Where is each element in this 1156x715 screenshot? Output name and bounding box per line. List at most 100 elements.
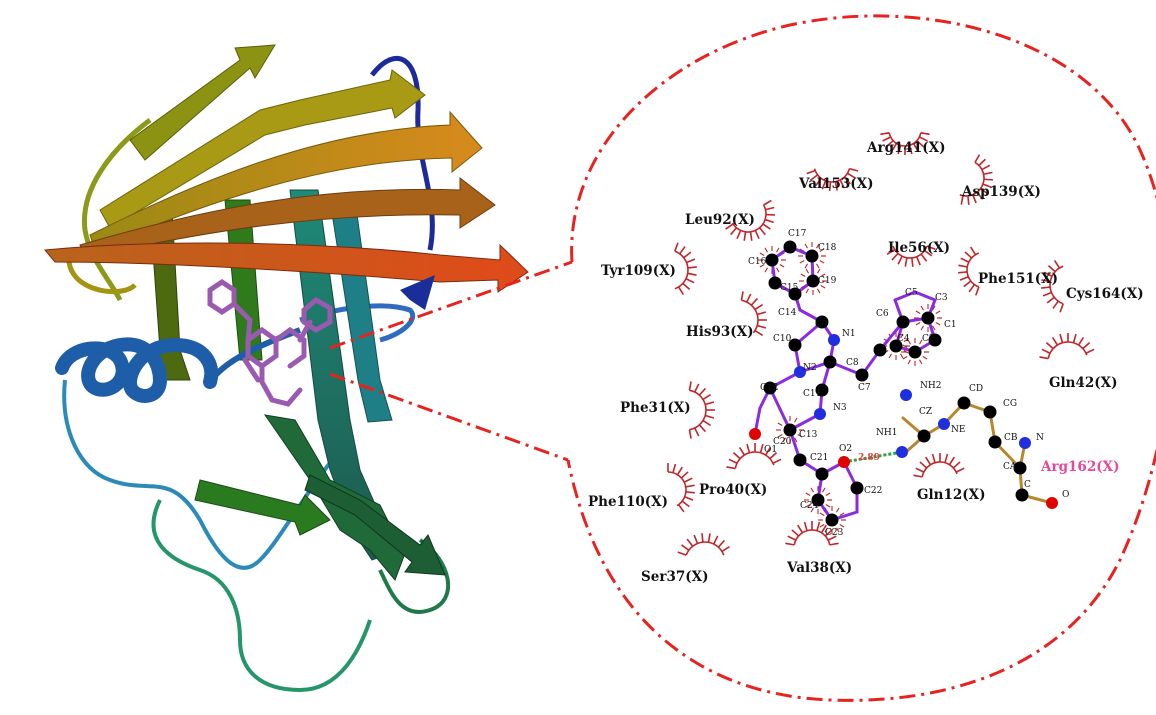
arc-ser37 bbox=[677, 533, 731, 556]
atom-label-c9: C9 bbox=[815, 320, 828, 330]
residue-ser37: Ser37(X) bbox=[641, 569, 709, 585]
strand-dark-orange bbox=[79, 176, 496, 259]
atom-o2 bbox=[838, 456, 850, 468]
atom-labels: C17 C18 C16 C19 C15 C14 C9 N1 C10 N2 C8 … bbox=[748, 229, 1069, 538]
atom-label-c22: C22 bbox=[864, 486, 882, 496]
atom-label-c24: C24 bbox=[800, 501, 819, 511]
atom-label-n3: N3 bbox=[833, 403, 847, 413]
strand-yellow bbox=[99, 69, 426, 229]
atom-c20 bbox=[793, 453, 807, 467]
atom-cd bbox=[957, 396, 971, 410]
atom-c16 bbox=[765, 253, 779, 267]
atom-c4 bbox=[889, 339, 903, 353]
callout-circle bbox=[566, 14, 1156, 702]
atom-ca bbox=[1013, 461, 1027, 475]
atom-c1 bbox=[928, 333, 942, 347]
atom-label-c5: C5 bbox=[905, 288, 918, 298]
residue-leu92: Leu92(X) bbox=[685, 212, 755, 228]
loop-green-bottom bbox=[151, 499, 372, 693]
atom-label-c11: C11 bbox=[803, 389, 821, 399]
arc-his93 bbox=[740, 291, 767, 337]
strand-bottom-right bbox=[304, 474, 446, 576]
residue-ile56: Ile56(X) bbox=[888, 240, 950, 256]
atom-label-nh2: NH2 bbox=[920, 381, 941, 391]
atom-label-c: C bbox=[1024, 480, 1031, 490]
atom-label-c21: C21 bbox=[810, 453, 828, 463]
atom-n1 bbox=[828, 334, 840, 346]
arc-ile56 bbox=[886, 245, 936, 267]
atom-label-cd: CD bbox=[969, 384, 983, 394]
hydrophobic-contacts bbox=[667, 131, 1095, 556]
atom-label-o: O bbox=[1062, 490, 1069, 500]
arc-ligand-c2 bbox=[901, 338, 929, 366]
atom-cb bbox=[988, 435, 1002, 449]
atom-ne bbox=[938, 418, 950, 430]
atom-label-c14: C14 bbox=[778, 308, 797, 318]
atom-c10 bbox=[788, 338, 802, 352]
arc-leu92 bbox=[725, 199, 776, 241]
atom-c8 bbox=[823, 355, 837, 369]
protein-cartoon bbox=[44, 44, 529, 693]
atom-c9 bbox=[815, 315, 829, 329]
atom-label-cz: CZ bbox=[919, 407, 932, 417]
atom-label-cg: CG bbox=[1003, 399, 1017, 409]
arc-pro40 bbox=[726, 443, 782, 470]
atom-c11 bbox=[815, 383, 829, 397]
atom-label-c8: C8 bbox=[846, 358, 859, 368]
residue-arg141: Arg141(X) bbox=[866, 140, 945, 156]
atom-c21 bbox=[815, 467, 829, 481]
strand-red bbox=[44, 242, 529, 293]
atom-label-c17: C17 bbox=[788, 229, 807, 239]
loop-green-right bbox=[378, 538, 450, 614]
atom-label-c15: C15 bbox=[780, 283, 799, 293]
atom-label-c23: C23 bbox=[825, 528, 844, 538]
atom-c13 bbox=[783, 423, 797, 437]
arc-tyr109 bbox=[674, 242, 697, 296]
residue-phe110: Phe110(X) bbox=[588, 494, 668, 510]
strand-top-yellow bbox=[129, 44, 276, 161]
atom-label-ne: NE bbox=[951, 425, 965, 435]
residue-cys164: Cys164(X) bbox=[1066, 286, 1144, 302]
residue-tyr109: Tyr109(X) bbox=[601, 263, 676, 279]
atom-label-n1: N1 bbox=[842, 329, 856, 339]
arc-val153 bbox=[806, 167, 859, 191]
atom-c23 bbox=[825, 513, 839, 527]
residue-val38: Val38(X) bbox=[786, 560, 852, 576]
atom-label-c2: C2 bbox=[922, 334, 935, 344]
atom-label-c4: C4 bbox=[897, 334, 910, 344]
arc-gln42 bbox=[1039, 333, 1095, 360]
atom-label-c1: C1 bbox=[944, 320, 957, 330]
atom-c15 bbox=[768, 276, 782, 290]
arc-ligand-c24 bbox=[804, 486, 832, 514]
arc-gln12 bbox=[913, 453, 965, 478]
atom-label-ca: CA bbox=[1003, 462, 1017, 472]
atom-nh1 bbox=[896, 446, 908, 458]
atom-label-c10: C10 bbox=[773, 334, 792, 344]
atom-c5 bbox=[896, 315, 910, 329]
callout-line-bottom bbox=[329, 372, 569, 462]
atom-o bbox=[1046, 497, 1058, 509]
arc-asp139 bbox=[959, 154, 993, 205]
arc-val38 bbox=[785, 521, 839, 546]
atom-n3 bbox=[814, 408, 826, 420]
atom-label-c16: C16 bbox=[748, 257, 767, 267]
atom-label-o1: O1 bbox=[764, 445, 777, 455]
strand-orange bbox=[89, 110, 483, 251]
residue-phe31: Phe31(X) bbox=[620, 400, 691, 416]
loop-light-blue bbox=[62, 379, 342, 570]
atom-label-c18: C18 bbox=[818, 243, 837, 253]
callout-line-top bbox=[329, 260, 573, 350]
atom-nh2 bbox=[900, 389, 912, 401]
atom-label-n2: N2 bbox=[803, 363, 817, 373]
residue-arg162: Arg162(X) bbox=[1040, 459, 1119, 475]
residue-asp139: Asp139(X) bbox=[961, 184, 1041, 200]
atom-label-nh1: NH1 bbox=[876, 428, 897, 438]
atom-c7 bbox=[855, 368, 869, 382]
residue-his93: His93(X) bbox=[686, 324, 754, 340]
arc-phe31 bbox=[688, 381, 715, 439]
atom-label-o2: O2 bbox=[839, 444, 852, 454]
arc-phe110 bbox=[667, 463, 695, 513]
arc-cys164 bbox=[1041, 259, 1064, 313]
atom-c14 bbox=[788, 287, 802, 301]
